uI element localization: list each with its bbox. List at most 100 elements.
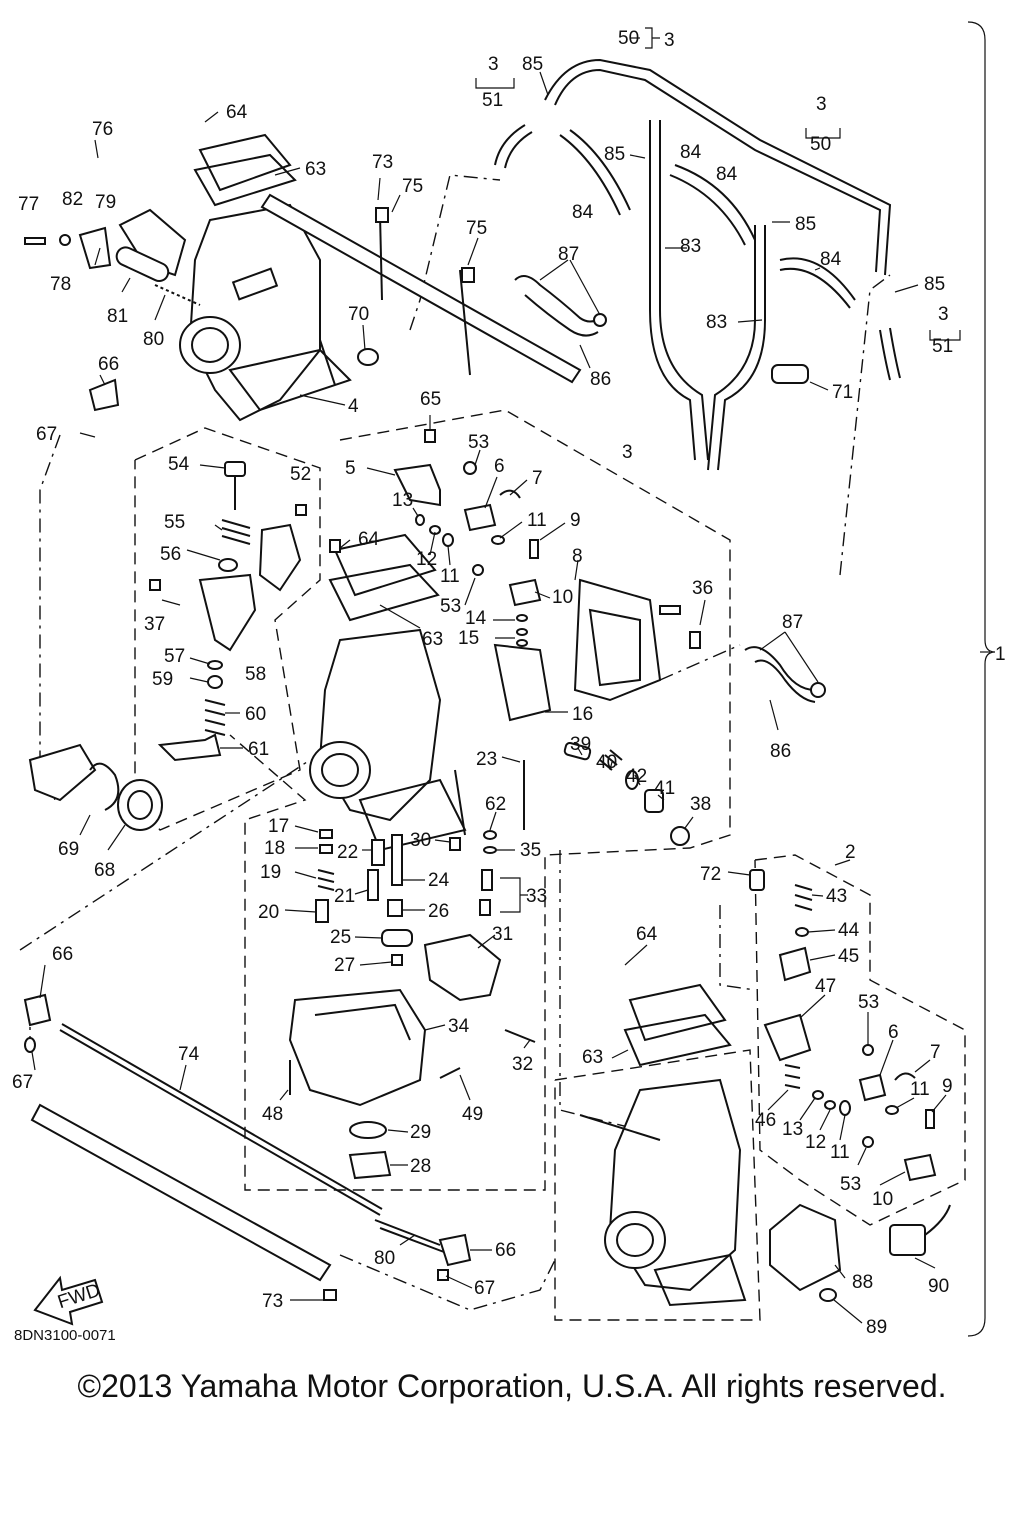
callout-52: 52	[290, 464, 311, 485]
callout-38: 38	[690, 794, 711, 815]
callout-12: 12	[805, 1132, 826, 1153]
callout-84: 84	[820, 249, 842, 270]
callout-44: 44	[838, 920, 860, 941]
subassembly-needle-boundary	[134, 427, 321, 831]
callout-13: 13	[782, 1119, 803, 1140]
callout-36: 36	[692, 578, 713, 599]
callout-85: 85	[795, 214, 816, 235]
callout-84: 84	[716, 164, 738, 185]
fwd-arrow: FWD	[33, 1275, 104, 1326]
callout-3: 3	[816, 94, 827, 115]
callout-3: 3	[488, 54, 499, 75]
callout-24: 24	[428, 870, 450, 891]
callout-65: 65	[420, 389, 441, 410]
callout-66: 66	[98, 354, 119, 375]
callout-46: 46	[755, 1110, 776, 1131]
callout-80: 80	[143, 329, 164, 350]
callout-3: 3	[622, 442, 633, 463]
callout-3: 3	[938, 304, 949, 325]
callout-90: 90	[928, 1276, 949, 1297]
callout-32: 32	[512, 1054, 533, 1075]
callout-58: 58	[245, 664, 266, 685]
leader-path-1	[39, 434, 61, 801]
callout-10: 10	[872, 1189, 893, 1210]
callout-76: 76	[92, 119, 113, 140]
callout-57: 57	[164, 646, 185, 667]
callout-87: 87	[558, 244, 579, 265]
callout-30: 30	[410, 830, 431, 851]
callout-9: 9	[942, 1076, 953, 1097]
callout-5: 5	[345, 458, 356, 479]
callout-49: 49	[462, 1104, 483, 1125]
callout-47: 47	[815, 976, 836, 997]
float-bowl-assembly	[288, 760, 536, 1180]
callout-6: 6	[494, 456, 505, 477]
callout-67: 67	[474, 1278, 495, 1299]
callout-53: 53	[440, 596, 461, 617]
callout-18: 18	[264, 838, 285, 859]
callout-85: 85	[924, 274, 945, 295]
callout-10: 10	[552, 587, 573, 608]
callout-53: 53	[840, 1174, 861, 1195]
callout-73: 73	[262, 1291, 283, 1312]
callout-61: 61	[248, 739, 269, 760]
callout-23: 23	[476, 749, 497, 770]
callout-42: 42	[626, 766, 647, 787]
callout-53: 53	[858, 992, 879, 1013]
callout-53: 53	[468, 432, 489, 453]
callout-17: 17	[268, 816, 289, 837]
callout-64: 64	[226, 102, 248, 123]
hose-clamps	[375, 207, 826, 703]
callout-69: 69	[58, 839, 79, 860]
callout-50: 50	[810, 134, 831, 155]
adjuster-parts	[563, 605, 701, 846]
callout-85: 85	[604, 144, 625, 165]
callout-40: 40	[596, 752, 617, 773]
callout-20: 20	[258, 902, 279, 923]
subassembly-2-boundary	[754, 854, 966, 1226]
callout-11: 11	[830, 1142, 850, 1163]
callout-83: 83	[680, 236, 701, 257]
callout-84: 84	[680, 142, 702, 163]
callout-63: 63	[305, 159, 326, 180]
callout-74: 74	[178, 1044, 200, 1065]
throttle-linkage-left	[24, 208, 201, 831]
callout-41: 41	[654, 778, 675, 799]
callout-66: 66	[495, 1240, 516, 1261]
callout-68: 68	[94, 860, 115, 881]
callout-34: 34	[448, 1016, 470, 1037]
callout-55: 55	[164, 512, 185, 533]
callout-84: 84	[572, 202, 594, 223]
callout-67: 67	[36, 424, 57, 445]
callout-31: 31	[492, 924, 513, 945]
drawing-code: 8DN3100-0071	[14, 1327, 116, 1344]
callout-60: 60	[245, 704, 266, 725]
callout-33: 33	[526, 886, 547, 907]
leader-path-5	[659, 644, 741, 681]
callout-64: 64	[358, 529, 380, 550]
callout-leaders	[31, 27, 990, 1324]
callout-1: 1	[995, 644, 1006, 665]
callout-63: 63	[422, 629, 443, 650]
callout-66: 66	[52, 944, 73, 965]
callout-45: 45	[838, 946, 859, 967]
assembly-bracket	[967, 21, 996, 1337]
callout-14: 14	[465, 608, 487, 629]
throttle-sensor-parts	[149, 348, 542, 647]
lower-rails	[23, 993, 472, 1301]
callout-51: 51	[482, 90, 503, 111]
callout-70: 70	[348, 304, 369, 325]
callout-71: 71	[832, 382, 853, 403]
callout-51: 51	[932, 336, 953, 357]
callout-88: 88	[852, 1272, 873, 1293]
callout-28: 28	[410, 1156, 431, 1177]
callout-21: 21	[334, 886, 355, 907]
callout-26: 26	[428, 901, 449, 922]
callout-78: 78	[50, 274, 71, 295]
callout-29: 29	[410, 1122, 431, 1143]
callout-67: 67	[12, 1072, 33, 1093]
callout-50: 50	[618, 28, 639, 49]
callout-9: 9	[570, 510, 581, 531]
callout-56: 56	[160, 544, 181, 565]
callout-43: 43	[826, 886, 847, 907]
